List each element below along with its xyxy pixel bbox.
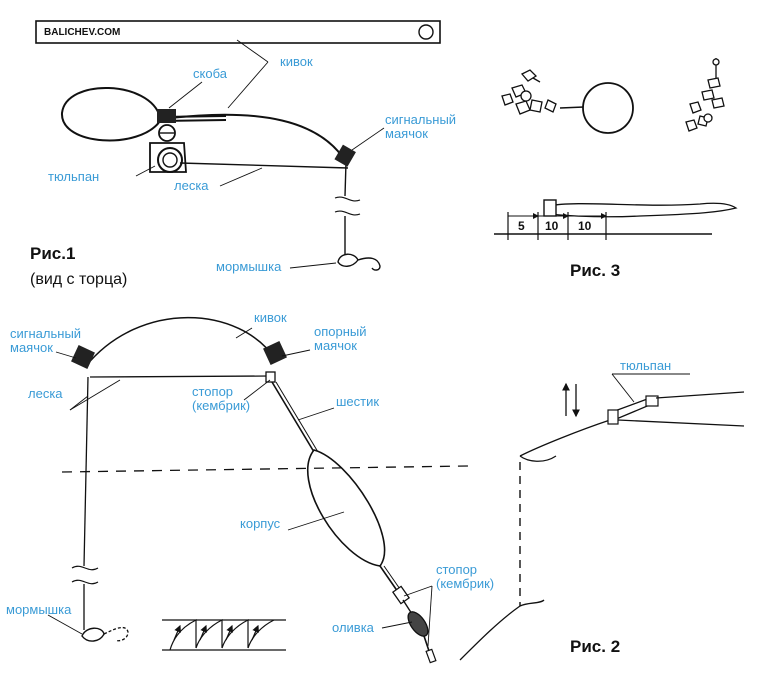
- kivok-loop: [60, 86, 161, 142]
- label-olivka: оливка: [332, 620, 375, 635]
- signal-beacon-2: [71, 345, 95, 369]
- figure-1: BALICHEV.COM кивок скоба: [30, 20, 456, 288]
- fig3-caption: Рис. 3: [570, 261, 620, 280]
- skoba-clamp: [157, 109, 176, 123]
- bait-cluster-right: [685, 58, 725, 132]
- figure-3: 5 10 10 Рис. 3: [494, 58, 738, 280]
- label-line: стопор: [192, 384, 233, 399]
- label-stopor-top: стопор(кембрик): [192, 384, 250, 413]
- kivok-arc: [169, 113, 347, 163]
- shestik: [271, 381, 315, 453]
- fig1-caption: Рис.1: [30, 244, 75, 263]
- label-korpus: корпус: [240, 516, 281, 531]
- label-kivok-2: кивок: [254, 310, 287, 325]
- bait-cluster-left: [501, 69, 585, 115]
- label-line: маячок: [10, 340, 53, 355]
- water-line: [61, 465, 469, 473]
- label-line: сигнальный: [10, 326, 81, 341]
- label-shestik: шестик: [336, 394, 379, 409]
- label-skoba: скоба: [193, 66, 228, 81]
- worm-clip: [543, 199, 557, 217]
- support-beacon: [263, 341, 287, 365]
- kivok-arc-2: [85, 316, 277, 367]
- fig1-subcaption: (вид с торца): [30, 271, 127, 288]
- rod-bottom: [617, 419, 745, 427]
- fishing-line-1: [179, 162, 349, 169]
- label-kivok-1: кивок: [280, 54, 313, 69]
- worm-bait: [547, 202, 738, 218]
- label-tulpan-2: тюльпан: [620, 358, 671, 373]
- brand-text: BALICHEV.COM: [44, 27, 120, 38]
- label-stopor-bottom: стопор(кембрик): [436, 562, 494, 591]
- label-line: (кембрик): [436, 576, 494, 591]
- label-mormyshka-1: мормышка: [216, 259, 282, 274]
- dim-5: 5: [518, 219, 525, 233]
- stopper-top: [265, 371, 276, 383]
- signal-beacon-1: [334, 144, 356, 167]
- label-line: маячок: [385, 126, 428, 141]
- rod-bar: [35, 20, 441, 44]
- olivka: [407, 611, 429, 637]
- label-line: (кембрик): [192, 398, 250, 413]
- fig3-ring: [582, 82, 634, 134]
- fishing-line-2a: [89, 375, 271, 378]
- dim-10-a: 10: [545, 219, 559, 233]
- label-line: опорный: [314, 324, 367, 339]
- label-leska-2: леска: [28, 386, 63, 401]
- label-line: стопор: [436, 562, 477, 577]
- mormyshka-1: [337, 253, 359, 267]
- rod-hole: [418, 24, 434, 40]
- rod-top: [655, 391, 745, 399]
- label-line: сигнальный: [385, 112, 456, 127]
- label-line: маячок: [314, 338, 357, 353]
- label-leska-1: леска: [174, 178, 209, 193]
- motion-graph: [162, 619, 286, 651]
- stopper-bottom: [391, 585, 411, 605]
- mormyshka-2: [81, 627, 105, 642]
- ice-hole-edge: [519, 419, 611, 457]
- korpus: [307, 449, 386, 567]
- label-tulpan-1: тюльпан: [48, 169, 99, 184]
- label-mormyshka-2: мормышка: [6, 602, 72, 617]
- fig2-caption: Рис. 2: [570, 637, 620, 656]
- dim-10-b: 10: [578, 219, 592, 233]
